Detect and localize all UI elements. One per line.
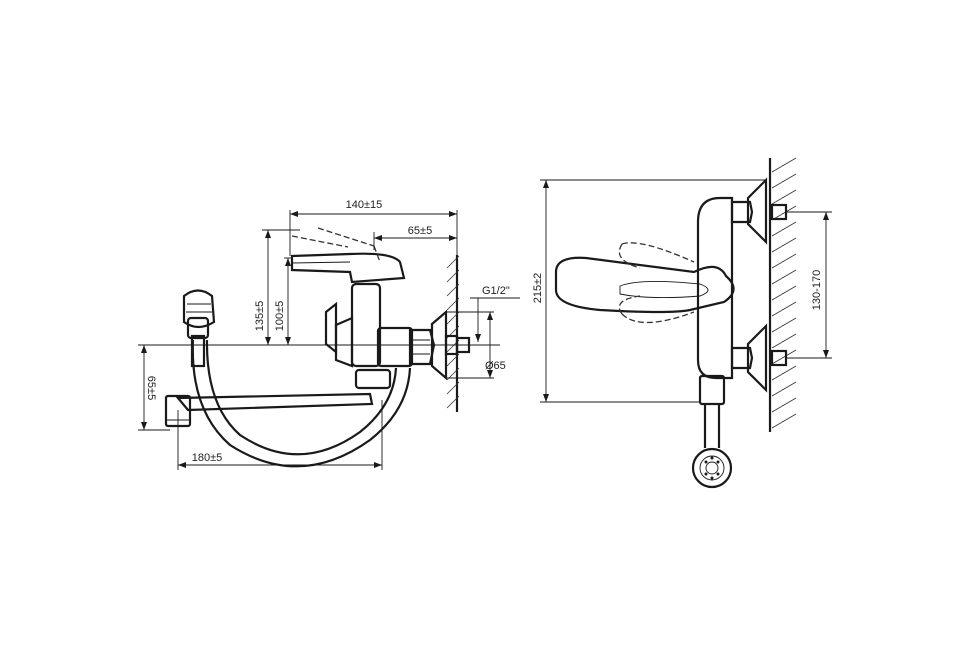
- side-nut: [408, 328, 436, 366]
- side-shower-head: [182, 289, 216, 368]
- front-shower-head: [691, 447, 733, 489]
- front-dimensions: [540, 179, 832, 403]
- dim-flange-diameter: Ø65: [485, 360, 506, 372]
- dim-spout-drop: 65±5: [145, 376, 157, 400]
- dim-spout-reach: 180±5: [192, 452, 223, 464]
- side-wall: [446, 255, 460, 412]
- front-view: 215±2 130-170: [532, 157, 832, 489]
- front-hose: [703, 404, 721, 448]
- front-wall: [768, 157, 797, 432]
- dim-center-distance: 130-170: [811, 270, 823, 310]
- dim-thread: G1/2": [482, 285, 510, 297]
- dim-total-height: 215±2: [532, 273, 544, 304]
- side-lever: [290, 227, 406, 284]
- side-view: 140±15 65±5 135±5 100±5 G1/2" Ø65 65±5 1…: [138, 199, 520, 470]
- side-mixer-body: [324, 282, 414, 390]
- side-dimensions: [138, 210, 520, 470]
- dim-lever-offset: 65±5: [408, 225, 432, 237]
- front-lever: [554, 242, 735, 324]
- dim-height-lever: 135±5: [254, 301, 266, 332]
- front-body: [696, 196, 734, 406]
- front-lower-flange: [730, 323, 788, 393]
- dim-total-depth: 140±15: [346, 199, 383, 211]
- dim-height-body: 100±5: [274, 301, 286, 332]
- side-spout: [164, 392, 374, 428]
